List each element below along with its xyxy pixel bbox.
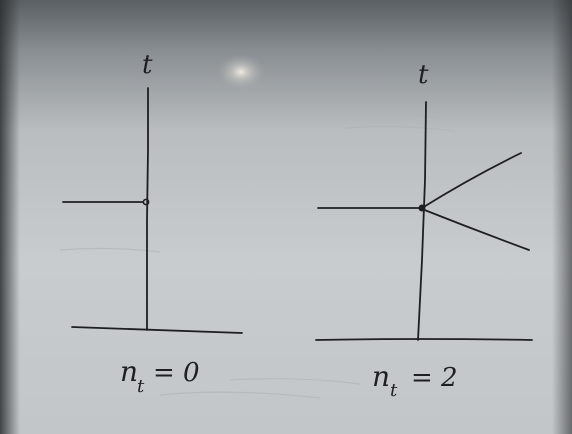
right-caption-value: = 2 xyxy=(411,363,458,393)
light-glare xyxy=(217,54,265,90)
right-lower-branch xyxy=(421,208,530,251)
right-vertex-dot xyxy=(418,204,426,212)
left-diagram xyxy=(62,87,243,334)
left-axis-label: t xyxy=(142,50,153,80)
right-time-axis xyxy=(417,101,427,341)
left-caption-value: = 0 xyxy=(153,358,200,388)
left-time-axis xyxy=(146,87,149,331)
erased-smudges xyxy=(59,112,456,399)
left-caption-n: n xyxy=(120,355,138,388)
left-caption: n t = 0 xyxy=(120,355,200,397)
right-caption: n t = 2 xyxy=(372,360,458,401)
right-upper-branch xyxy=(421,152,522,209)
right-caption-sub: t xyxy=(390,380,398,401)
right-diagram xyxy=(315,101,533,341)
right-axis-label: t xyxy=(418,60,429,90)
left-caption-sub: t xyxy=(137,376,145,397)
right-caption-n: n xyxy=(372,360,390,393)
board-right-shadow xyxy=(552,0,572,434)
board-left-shadow xyxy=(0,0,20,434)
left-baseline xyxy=(71,326,243,334)
left-vertex-dot xyxy=(142,198,150,206)
right-baseline xyxy=(315,338,533,341)
